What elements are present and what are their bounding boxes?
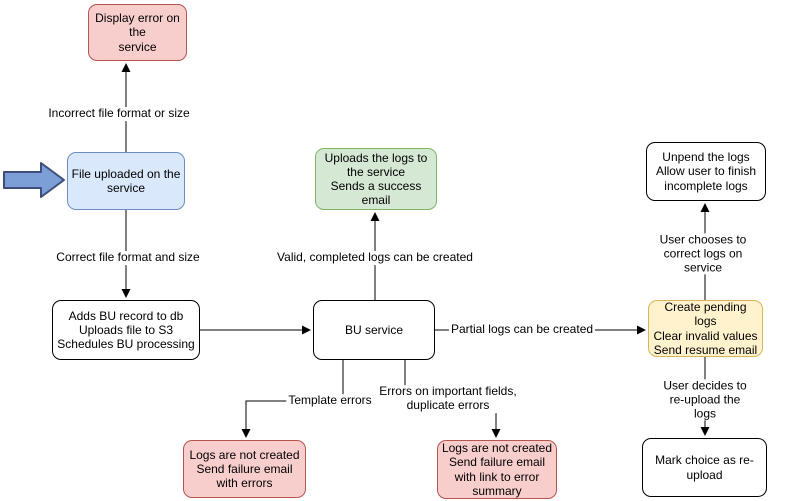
- node-adds-bu-record: Adds BU record to db Uploads file to S3 …: [52, 300, 200, 360]
- node-logs-failure-errors: Logs are not created Send failure email …: [183, 440, 306, 498]
- edge-label-partial-logs: Partial logs can be created: [448, 322, 596, 337]
- node-bu-service: BU service: [313, 300, 435, 360]
- edge-label-template-errors: Template errors: [286, 393, 374, 408]
- input-pointer-arrow-icon: [3, 162, 65, 198]
- node-unpend-logs: Unpend the logs Allow user to finish inc…: [646, 142, 766, 201]
- edge-label-correct-format: Correct file format and size: [54, 250, 202, 265]
- node-mark-choice-reupload: Mark choice as re- upload: [642, 438, 767, 497]
- edge-label-user-chooses: User chooses to correct logs on service: [654, 232, 752, 275]
- edge-label-user-decides: User decides to re-upload the logs: [657, 378, 753, 421]
- node-file-uploaded: File uploaded on the service: [67, 152, 185, 210]
- node-uploads-logs: Uploads the logs to the service Sends a …: [315, 148, 437, 210]
- edge-label-valid-completed: Valid, completed logs can be created: [275, 250, 475, 265]
- node-logs-failure-summary: Logs are not created Send failure email …: [437, 440, 557, 499]
- edge-label-incorrect-format: Incorrect file format or size: [46, 106, 192, 121]
- edge-label-errors-important: Errors on important fields, duplicate er…: [377, 384, 519, 413]
- node-create-pending-logs: Create pending logs Clear invalid values…: [648, 300, 763, 357]
- node-display-error: Display error on the service: [88, 4, 187, 61]
